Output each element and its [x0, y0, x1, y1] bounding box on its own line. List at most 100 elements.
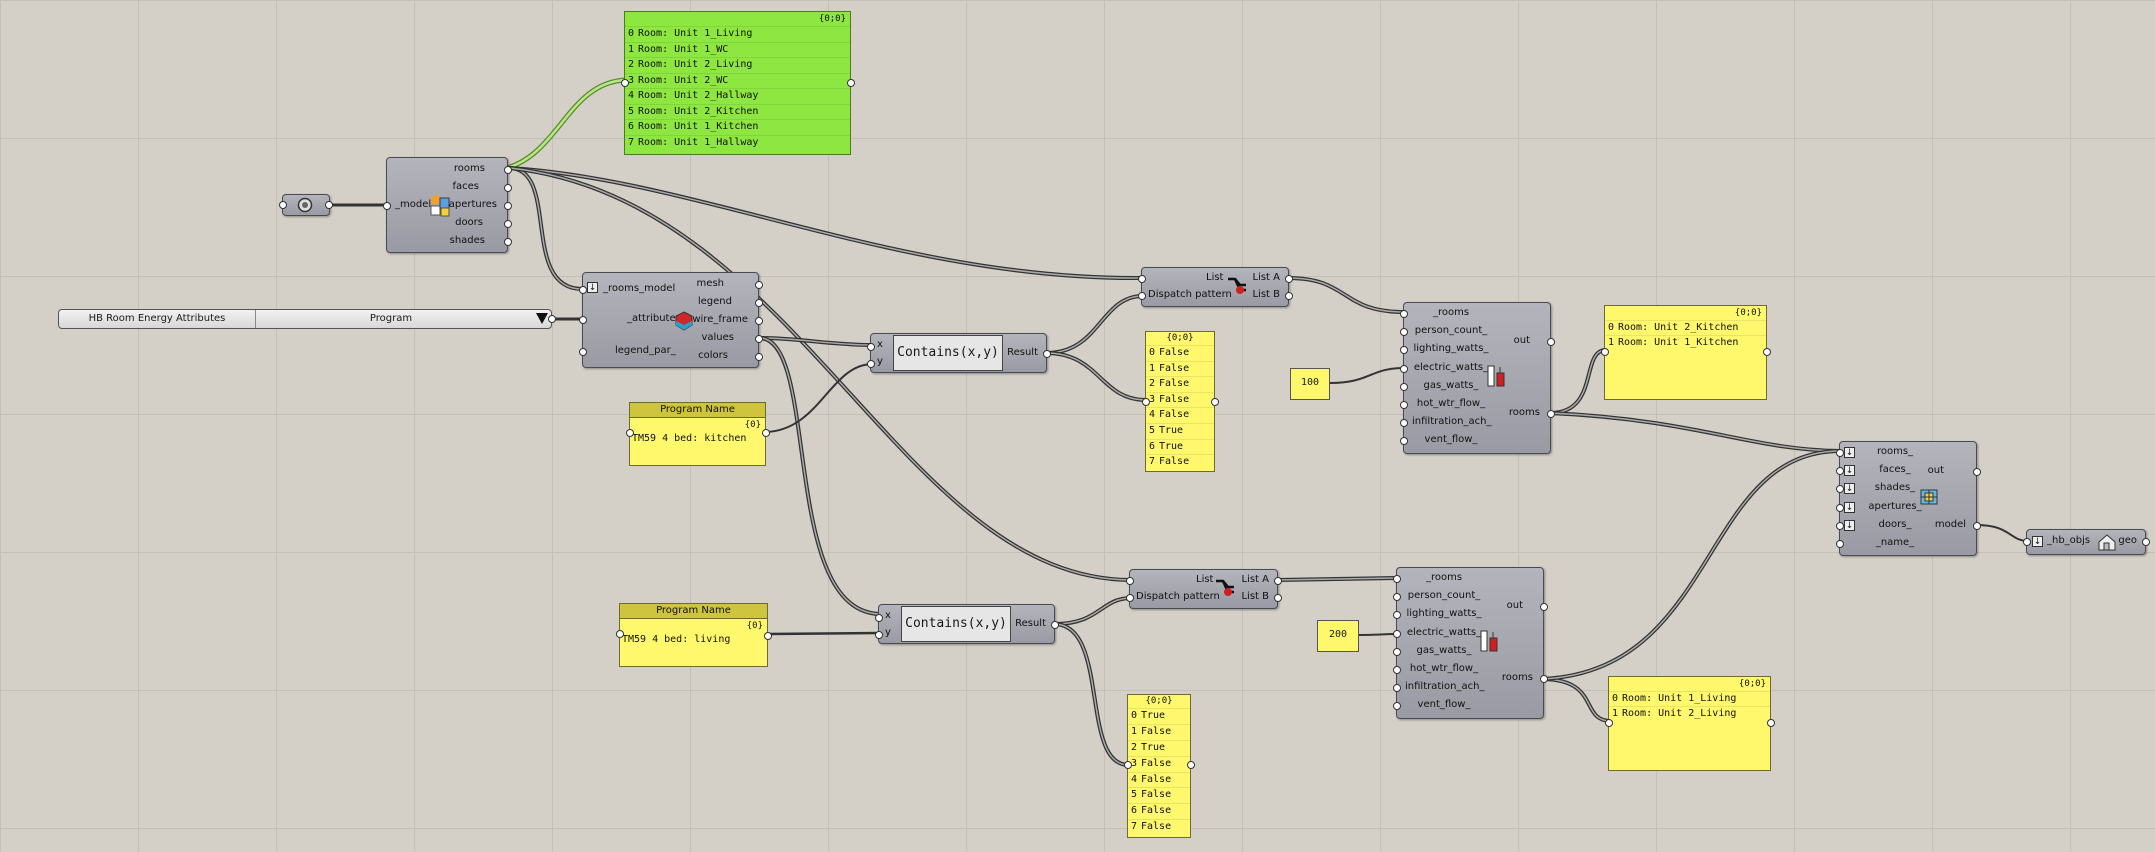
grip[interactable]: [1400, 346, 1408, 355]
grip[interactable]: [1400, 401, 1408, 409]
output-legend[interactable]: legend: [697, 296, 732, 307]
grip[interactable]: [867, 360, 875, 368]
output-out[interactable]: out: [1506, 600, 1523, 611]
input-faces[interactable]: faces_: [1879, 464, 1911, 476]
input-attribute[interactable]: _attribute: [627, 313, 676, 324]
input-hb-objs[interactable]: _hb_objs: [2047, 535, 2091, 546]
grip[interactable]: [1138, 275, 1146, 283]
grip[interactable]: [875, 631, 883, 639]
grip[interactable]: [616, 630, 624, 638]
grip[interactable]: [1393, 611, 1401, 620]
input-y[interactable]: y: [877, 356, 883, 367]
grip[interactable]: [626, 429, 634, 437]
expand-icon[interactable]: ↓: [2032, 536, 2043, 547]
grip[interactable]: [1836, 485, 1844, 494]
number-input-200[interactable]: 200: [1317, 620, 1359, 652]
input-gas-watts[interactable]: gas_watts_: [1416, 644, 1472, 656]
grip[interactable]: [1540, 675, 1548, 683]
grip[interactable]: [2142, 538, 2150, 546]
input-person-count[interactable]: person_count_: [1407, 590, 1481, 602]
grip[interactable]: [755, 299, 763, 307]
grip[interactable]: [762, 429, 770, 437]
input-list[interactable]: List: [1196, 574, 1214, 585]
grip[interactable]: [1605, 719, 1613, 727]
grip[interactable]: [1126, 577, 1134, 585]
output-rooms[interactable]: rooms: [1501, 672, 1533, 683]
grip[interactable]: [504, 202, 512, 210]
input-doors[interactable]: doors_: [1878, 518, 1912, 530]
grip[interactable]: [755, 335, 763, 343]
expand-icon[interactable]: ↓: [587, 282, 598, 293]
input-list[interactable]: List: [1206, 272, 1224, 283]
grip[interactable]: [755, 281, 763, 289]
grip[interactable]: [1836, 503, 1844, 512]
grip[interactable]: [1211, 398, 1219, 406]
input-hot-wtr-flow[interactable]: hot_wtr_flow_: [1416, 398, 1486, 409]
grip[interactable]: [1400, 382, 1408, 391]
grip[interactable]: [1285, 275, 1293, 283]
grip[interactable]: [1763, 348, 1771, 356]
input-lighting-watts[interactable]: lighting_watts_: [1413, 343, 1489, 355]
dispatch-component-bottom[interactable]: List Dispatch pattern List A List B: [1126, 569, 1282, 609]
output-list-b[interactable]: List B: [1252, 289, 1280, 300]
grip[interactable]: [504, 184, 512, 192]
grip[interactable]: [579, 286, 587, 294]
grip[interactable]: [504, 220, 512, 228]
grip[interactable]: [1973, 522, 1981, 530]
grip[interactable]: [1138, 292, 1146, 300]
grip[interactable]: [1124, 761, 1132, 769]
color-room-attributes-component[interactable]: ↓ _rooms_model _attribute legend_par_ me…: [579, 272, 763, 368]
number-input-100[interactable]: 100: [1290, 368, 1330, 400]
input-model[interactable]: _model: [395, 199, 432, 210]
grip[interactable]: [1547, 410, 1555, 418]
grip[interactable]: [847, 79, 855, 87]
grip[interactable]: [755, 353, 763, 361]
hb-model-component[interactable]: ↓rooms_↓faces_↓shades_↓apertures_↓doors_…: [1836, 441, 1981, 556]
grip[interactable]: [1126, 594, 1134, 602]
grip[interactable]: [1285, 292, 1293, 300]
grip[interactable]: [579, 316, 587, 324]
output-mesh[interactable]: mesh: [696, 278, 724, 289]
grip[interactable]: [1400, 310, 1408, 318]
model-param[interactable]: [279, 194, 333, 216]
grip[interactable]: [764, 632, 772, 640]
hb-visualize-component[interactable]: ↓ _hb_objs geo: [2023, 529, 2150, 555]
grip[interactable]: [1540, 603, 1548, 611]
output-list-a[interactable]: List A: [1252, 272, 1281, 283]
grip[interactable]: [1187, 761, 1195, 769]
grip[interactable]: [755, 317, 763, 325]
input-vent-flow[interactable]: vent_flow_: [1417, 699, 1471, 711]
output-rooms[interactable]: rooms: [1508, 407, 1540, 418]
input-grip[interactable]: [279, 201, 287, 209]
grip[interactable]: [1836, 449, 1844, 457]
input-rooms[interactable]: _rooms: [1425, 572, 1463, 583]
grip[interactable]: [579, 348, 587, 356]
grip[interactable]: [875, 614, 883, 622]
input-shades[interactable]: shades_: [1874, 482, 1916, 494]
input-gas-watts[interactable]: gas_watts_: [1423, 379, 1479, 391]
expand-icon[interactable]: ↓: [1844, 483, 1855, 495]
grip[interactable]: [504, 166, 512, 174]
output-colors[interactable]: colors: [698, 350, 728, 361]
grip[interactable]: [1836, 521, 1844, 530]
input-hot-wtr-flow[interactable]: hot_wtr_flow_: [1409, 663, 1479, 674]
dispatch-component-top[interactable]: List Dispatch pattern List A List B: [1138, 267, 1293, 307]
grip[interactable]: [1767, 719, 1775, 727]
grip[interactable]: [1973, 468, 1981, 476]
expand-icon[interactable]: ↓: [1844, 465, 1855, 477]
grip[interactable]: [1393, 684, 1401, 693]
grip[interactable]: [383, 202, 391, 210]
output-wire-frame[interactable]: wire_frame: [692, 314, 748, 325]
grip[interactable]: [548, 315, 556, 323]
input-rooms-model[interactable]: _rooms_model: [603, 283, 676, 294]
grip[interactable]: [1274, 594, 1282, 602]
output-grip[interactable]: [325, 201, 333, 209]
input-electric-watts[interactable]: electric_watts_: [1413, 361, 1489, 373]
grip[interactable]: [2023, 538, 2031, 546]
output-doors[interactable]: doors: [455, 217, 483, 228]
grip[interactable]: [1393, 593, 1401, 602]
grip[interactable]: [1043, 350, 1051, 358]
value-list-attributes[interactable]: HB Room Energy Attributes Program: [58, 309, 556, 329]
